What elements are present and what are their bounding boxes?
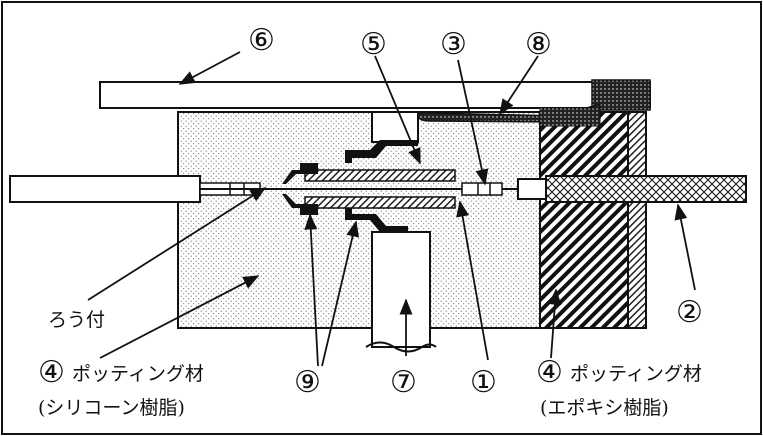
flanges: [262, 140, 418, 232]
lower-bracket: [365, 231, 437, 353]
ferrule: [461, 182, 503, 196]
label-potting-right-material: (エポキシ樹脂): [540, 397, 669, 419]
label-1: ①: [470, 365, 497, 400]
epoxy-potting-region: [539, 111, 647, 329]
label-6: ⑥: [248, 23, 275, 58]
label-4-left: ④: [38, 355, 65, 390]
label-potting-left: ポッティング材: [72, 363, 204, 385]
label-3: ③: [440, 27, 467, 62]
label-5: ⑤: [360, 27, 387, 62]
label-potting-right: ポッティング材: [570, 363, 702, 385]
label-solder: ろう付: [48, 309, 105, 331]
top-plate: [99, 79, 651, 111]
label-2: ②: [676, 295, 703, 330]
upper-notch: [371, 111, 419, 143]
right-cable: [517, 175, 747, 203]
sleeve: [304, 169, 456, 209]
label-7: ⑦: [390, 365, 417, 400]
label-9: ⑨: [294, 365, 321, 400]
label-8: ⑧: [525, 27, 552, 62]
label-4-right: ④: [536, 355, 563, 390]
sealant-bead: [417, 102, 601, 127]
label-potting-left-material: (シリコーン樹脂): [38, 397, 185, 419]
leader-lines: [87, 51, 696, 367]
